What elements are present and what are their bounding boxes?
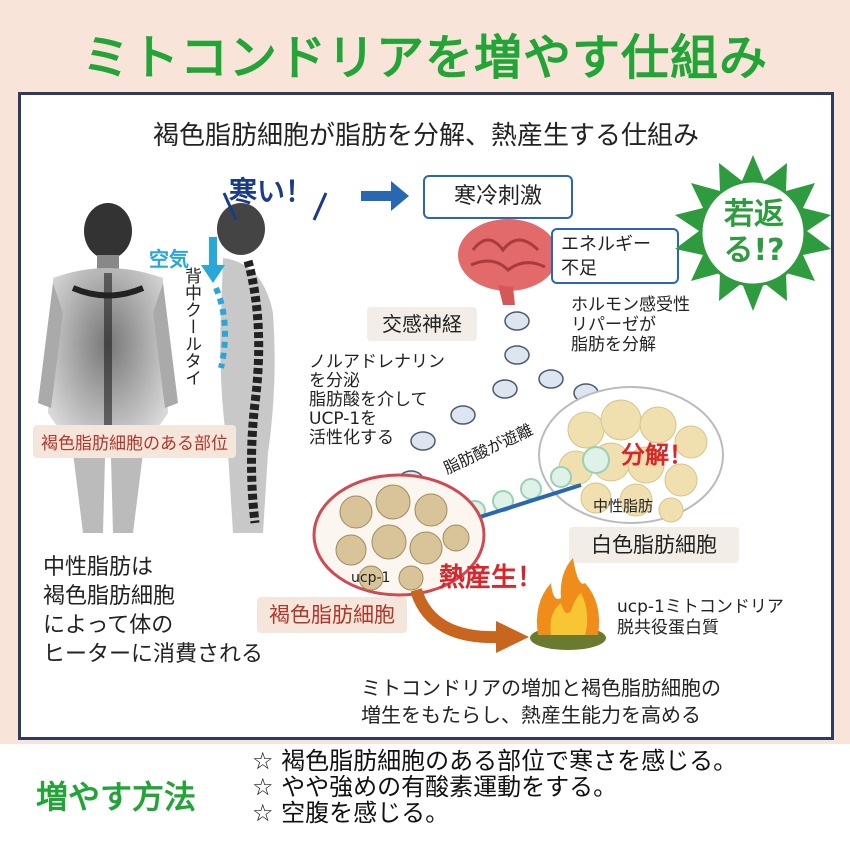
conclusion-line-1: ミトコンドリアの増加と褐色脂肪細胞の — [361, 676, 721, 700]
brown-fat-cells — [312, 473, 486, 597]
nf-line-1: 中性脂肪は — [43, 555, 154, 580]
cold-lines — [222, 192, 328, 221]
method-section: 増やす方法 ☆ 褐色脂肪細胞のある部位で寒さを感じる。 ☆ やや強めの有酸素運動… — [0, 744, 850, 850]
fire-icon — [530, 558, 606, 650]
hormone-line-3: 脂肪を分解 — [571, 335, 656, 355]
nor-line-5: 活性化する — [309, 428, 394, 448]
body-scan-image — [38, 203, 275, 533]
cold-label: 寒い！ — [229, 175, 314, 208]
rejuvenate-burst — [675, 155, 831, 311]
hormone-line-2: リパーゼが — [571, 315, 656, 335]
ucp1-small-label: ucp-1 — [351, 570, 391, 586]
nerve-bubbles — [398, 311, 599, 490]
nor-line-2: を分泌 — [309, 371, 360, 391]
neutral-fat-desc: 中性脂肪は 褐色脂肪細胞 によって体の ヒーターに消費される — [43, 553, 263, 669]
brown-location-tag: 褐色脂肪細胞のある部位 — [33, 425, 236, 458]
ucp1-desc: ucp-1ミトコンドリア 脱共役蛋白質 — [617, 597, 784, 639]
page-title: ミトコンドリアを増やす仕組み — [81, 30, 768, 86]
right-arrow-icon — [361, 181, 409, 211]
diagram-panel: 褐色脂肪細胞が脂肪を分解、熱産生する仕組み — [18, 92, 834, 740]
method-item: ☆ 空腹を感じる。 — [252, 799, 450, 827]
ucp1-line-2: 脱共役蛋白質 — [617, 618, 719, 638]
spine-label: 背中クールタイ — [181, 267, 201, 386]
sympathetic-tag: 交感神経 — [367, 307, 477, 341]
orange-arrow-icon — [411, 588, 529, 653]
white-fat-tag: 白色脂肪細胞 — [569, 527, 739, 563]
method-item: ☆ 褐色脂肪細胞のある部位で寒さを感じる。 — [252, 747, 738, 775]
brown-fat-tag: 褐色脂肪細胞 — [257, 597, 407, 633]
air-label: 空気 — [149, 247, 189, 271]
rejuvenate-line-2: る!? — [723, 233, 785, 268]
heat-label: 熱産生！ — [439, 563, 544, 593]
hormone-text: ホルモン感受性 リパーゼが 脂肪を分解 — [571, 295, 690, 355]
energy-line-1: エネルギー — [561, 234, 651, 255]
nor-line-3: 脂肪酸を介して — [309, 390, 428, 410]
nf-line-2: 褐色脂肪細胞 — [43, 584, 176, 609]
method-label: 増やす方法 — [36, 778, 197, 816]
nf-line-4: ヒーターに消費される — [43, 642, 264, 667]
decompose-label: 分解！ — [621, 441, 693, 469]
white-fat-cells — [538, 386, 724, 524]
nor-line-1: ノルアドレナリン — [309, 352, 445, 372]
nor-line-4: UCP-1を — [309, 409, 378, 429]
brain-icon — [458, 219, 558, 305]
front-body-silhouette — [38, 203, 178, 533]
side-body-silhouette — [217, 203, 275, 533]
method-item: ☆ やや強めの有酸素運動をする。 — [252, 773, 618, 801]
conclusion-text: ミトコンドリアの増加と褐色脂肪細胞の 増生をもたらし、熱産生能力を高める — [361, 675, 721, 729]
air-arrow-icon — [201, 237, 225, 283]
conclusion-line-2: 増生をもたらし、熱産生能力を高める — [361, 703, 701, 727]
method-list: ☆ 褐色脂肪細胞のある部位で寒さを感じる。 ☆ やや強めの有酸素運動をする。 ☆… — [252, 748, 737, 826]
diagram-heading: 褐色脂肪細胞が脂肪を分解、熱産生する仕組み — [152, 121, 699, 151]
hormone-line-1: ホルモン感受性 — [571, 295, 690, 315]
rejuvenate-text: 若返 る!? — [711, 197, 797, 269]
ucp1-line-1: ucp-1ミトコンドリア — [617, 597, 784, 617]
cold-stimulus-box: 寒冷刺激 — [423, 175, 573, 219]
energy-line-2: 不足 — [561, 258, 597, 279]
spine-cool-marks — [213, 286, 228, 369]
nf-line-3: によって体の — [43, 613, 174, 638]
neutral-fat-small-label: 中性脂肪 — [593, 497, 654, 515]
noradrenaline-text: ノルアドレナリン を分泌 脂肪酸を介して UCP-1を 活性化する — [309, 353, 445, 448]
energy-shortage-box: エネルギー 不足 — [551, 228, 679, 284]
rejuvenate-line-1: 若返 — [724, 197, 784, 232]
